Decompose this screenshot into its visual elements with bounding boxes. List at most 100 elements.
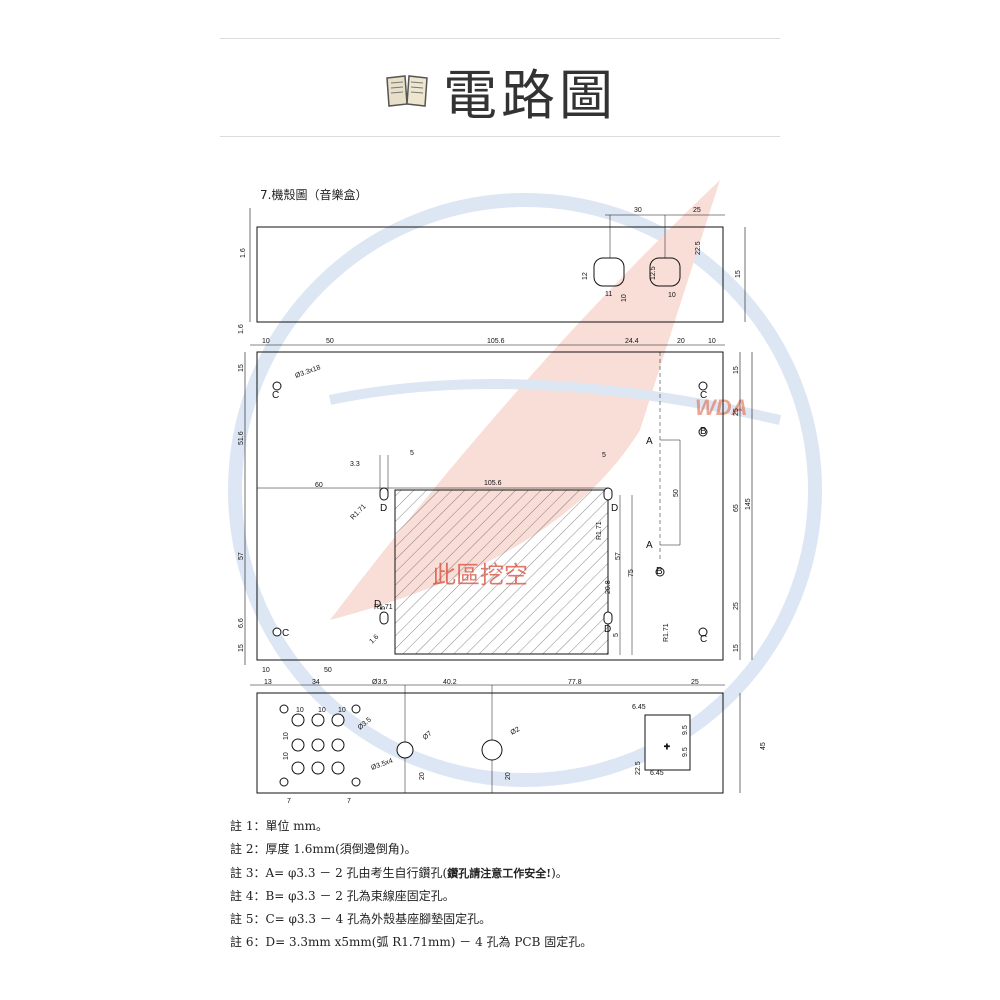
hole-pot	[481, 739, 503, 761]
dimension-label: 6.45	[632, 704, 646, 711]
hole-c	[698, 627, 708, 637]
dimension-label: 105.6	[487, 338, 505, 345]
dimension-label: 25	[733, 602, 740, 610]
dimension-label: 5	[613, 633, 620, 637]
note-6: 註 6：D= 3.3mm x5mm(弧 R1.71mm) － 4 孔為 PCB …	[230, 935, 593, 950]
slot-d	[379, 487, 389, 501]
dimension-label: 15	[735, 270, 742, 278]
dimension-label: Ø3.5x4	[370, 758, 394, 772]
hole-switch	[396, 741, 414, 759]
note-4: 註 4：B= φ3.3 － 2 孔為束線座固定孔。	[230, 888, 455, 903]
dimension-label: 20	[419, 772, 426, 780]
hole-label: D	[374, 599, 381, 610]
dimension-label: 57	[238, 552, 245, 560]
hole-b	[655, 567, 665, 577]
pcb-cutout-area	[394, 489, 609, 655]
hole-label: A	[646, 436, 653, 447]
dimension-label: 20.8	[605, 580, 612, 594]
dimension-label: 9.5	[682, 747, 689, 757]
dimension-label: 145	[745, 498, 752, 510]
jack-cutout	[644, 714, 691, 771]
dimension-label: 15	[238, 644, 245, 652]
dimension-label: 20	[677, 338, 685, 345]
dimension-label: 5	[410, 450, 414, 457]
dimension-label: 10	[708, 338, 716, 345]
header-divider	[220, 136, 780, 137]
top-divider	[220, 38, 780, 39]
dimension-label: 24.4	[625, 338, 639, 345]
hole-label: C	[282, 628, 289, 639]
figure-caption: 7.機殼圖（音樂盒）	[260, 188, 368, 202]
dimension-label: 10	[621, 294, 628, 302]
dimension-label: 25	[691, 679, 699, 686]
dimension-label: 1.6	[240, 248, 247, 258]
dimension-label: 50	[326, 338, 334, 345]
dimension-label: 45	[760, 742, 767, 750]
dimension-label: 10	[283, 752, 290, 760]
dimension-label: 51.6	[238, 431, 245, 445]
watermark	[228, 180, 822, 787]
slot-d	[379, 611, 389, 625]
cutout-label: 此區挖空	[432, 561, 528, 589]
watermark-logo: WDA	[695, 395, 748, 420]
hole-label: C	[700, 634, 707, 645]
dimension-label: 15	[238, 364, 245, 372]
note-5: 註 5：C= φ3.3 － 4 孔為外殼基座腳墊固定孔。	[230, 912, 492, 927]
dimension-label: 10	[668, 292, 676, 299]
page-header: 電路圖	[0, 55, 1000, 127]
dimension-label: 1.6	[238, 324, 245, 334]
dimension-label: 60	[315, 482, 323, 489]
page-title: 電路圖	[443, 63, 617, 127]
dimension-label: 15	[733, 644, 740, 652]
dimension-label: 30	[634, 207, 642, 214]
dimension-label: 9.5	[682, 725, 689, 735]
dimension-label: R1.71	[374, 604, 393, 611]
dimension-label: 50	[673, 489, 680, 497]
top-cutout-1	[593, 257, 625, 287]
dimension-label: 34	[312, 679, 320, 686]
hole-label: B	[656, 566, 663, 577]
dimension-label: R1.71	[663, 623, 670, 642]
bottom-panel-outline	[256, 692, 724, 794]
dimension-label: 10	[296, 707, 304, 714]
main-panel-outline	[256, 351, 724, 661]
dimension-label: 40.2	[443, 679, 457, 686]
dimension-label: 25	[693, 207, 701, 214]
dimension-label: 13	[264, 679, 272, 686]
dimension-label: 7	[287, 798, 291, 805]
dimension-label: Ø3.5	[372, 679, 387, 686]
dimension-label: 11	[605, 291, 612, 298]
hole-label: C	[272, 390, 279, 401]
dimension-label: 65	[733, 504, 740, 512]
hole-b	[698, 427, 708, 437]
dimension-label: 22.5	[695, 241, 702, 255]
hole-label: B	[700, 426, 707, 437]
dimension-label: 7	[347, 798, 351, 805]
notes-list: 註 1：單位 mm。 註 2：厚度 1.6mm(須倒邊倒角)。 註 3：A= φ…	[230, 815, 830, 955]
book-icon	[386, 75, 428, 107]
note-3: 註 3：A= φ3.3 － 2 孔由考生自行鑽孔(鑽孔請注意工作安全!)。	[230, 865, 568, 880]
jack-plus: +	[664, 742, 670, 753]
dimension-label: 75	[628, 569, 635, 577]
note-2: 註 2：厚度 1.6mm(須倒邊倒角)。	[230, 842, 417, 857]
dimension-label: 3.3	[350, 461, 360, 468]
dimension-label: 77.8	[568, 679, 582, 686]
dimension-label: 12.5	[650, 266, 657, 280]
dimension-label: 5	[602, 452, 606, 459]
note-1: 註 1：單位 mm。	[230, 819, 329, 833]
hole-note: Ø3.3x18	[294, 364, 321, 380]
dimension-label: 12	[582, 272, 589, 280]
slot-d	[603, 487, 613, 501]
dimension-label: 10	[262, 338, 270, 345]
dimension-label: 20	[505, 772, 512, 780]
hole-label: D	[611, 503, 618, 514]
dimension-label: 50	[324, 667, 332, 674]
dimension-label: 10	[318, 707, 326, 714]
dimension-label: 10	[262, 667, 270, 674]
hole-label: A	[646, 540, 653, 551]
hole-label: D	[604, 624, 611, 635]
dimension-label: 1.6	[368, 634, 380, 646]
speaker-holes	[279, 704, 361, 787]
dimension-label: 10	[338, 707, 346, 714]
dimension-label: 25	[733, 408, 740, 416]
